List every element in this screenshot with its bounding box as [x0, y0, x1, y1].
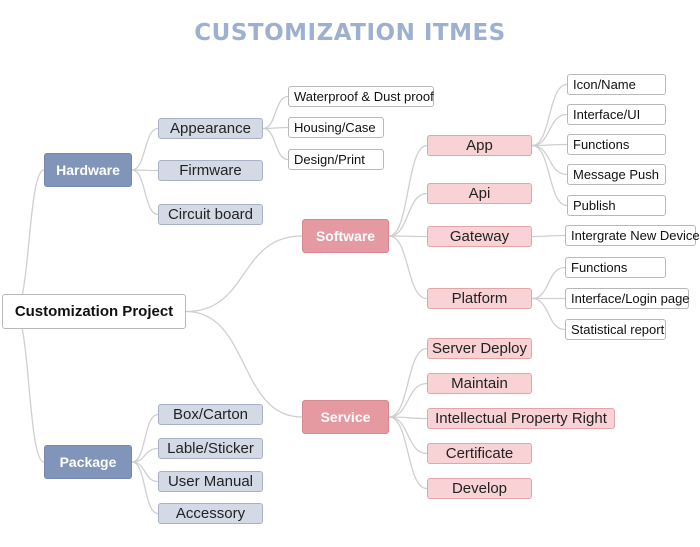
connector-service-node-maintain-node	[388, 382, 428, 418]
connector-software-node-app-node	[388, 144, 428, 237]
statistical-report-leaf: Statistical report	[565, 319, 666, 340]
connector-platform-node-statistical-report-leaf	[531, 297, 566, 331]
connector-app-node-publish-leaf	[531, 144, 568, 207]
maintain-node: Maintain	[427, 373, 532, 394]
connector-hardware-node-appearance-node	[131, 127, 159, 171]
connector-root-node-package-node	[13, 310, 45, 463]
intellectual-property-node: Intellectual Property Right	[427, 408, 615, 429]
appearance-node: Appearance	[158, 118, 263, 139]
connector-hardware-node-firmware-node	[131, 169, 159, 172]
connector-hardware-node-circuit-board-node	[131, 169, 159, 216]
root-node: Customization Project	[2, 294, 186, 329]
server-deploy-node: Server Deploy	[427, 338, 532, 359]
box-carton-node: Box/Carton	[158, 404, 263, 425]
connector-appearance-node-waterproof-leaf	[262, 95, 289, 130]
connector-package-node-user-manual-node	[131, 461, 159, 483]
package-node: Package	[44, 445, 132, 479]
diagram-title: CUSTOMIZATION ITMES	[194, 20, 506, 46]
api-node: Api	[427, 183, 532, 204]
publish-leaf: Publish	[567, 195, 666, 216]
connector-root-node-hardware-node	[13, 169, 45, 313]
certificate-node: Certificate	[427, 443, 532, 464]
circuit-board-node: Circuit board	[158, 204, 263, 225]
functions-leaf-app: Functions	[567, 134, 666, 155]
develop-node: Develop	[427, 478, 532, 499]
service-node: Service	[302, 400, 389, 434]
connector-gateway-node-integrate-new-device-leaf	[531, 234, 566, 238]
gateway-node: Gateway	[427, 226, 532, 247]
connector-app-node-message-push-leaf	[531, 144, 568, 176]
platform-node: Platform	[427, 288, 532, 309]
connector-app-node-icon-name-leaf	[531, 83, 568, 147]
connector-software-node-gateway-node	[388, 235, 428, 238]
connector-package-node-accessory-node	[131, 461, 159, 515]
connector-software-node-api-node	[388, 192, 428, 237]
software-node: Software	[302, 219, 389, 253]
icon-name-leaf: Icon/Name	[567, 74, 666, 95]
design-print-leaf: Design/Print	[288, 149, 384, 170]
housing-case-leaf: Housing/Case	[288, 117, 384, 138]
connector-service-node-server-deploy-node	[388, 347, 428, 418]
connector-service-node-develop-node	[388, 416, 428, 490]
app-node: App	[427, 135, 532, 156]
interface-ui-leaf: Interface/UI	[567, 104, 666, 125]
label-sticker-node: Lable/Sticker	[158, 438, 263, 459]
user-manual-node: User Manual	[158, 471, 263, 492]
connector-root-node-service-node	[185, 310, 303, 418]
connector-package-node-box-carton-node	[131, 413, 159, 463]
connector-appearance-node-design-print-leaf	[262, 127, 289, 161]
connector-platform-node-functions-leaf-platform	[531, 266, 566, 300]
waterproof-leaf: Waterproof & Dust proof	[288, 86, 434, 107]
firmware-node: Firmware	[158, 160, 263, 181]
functions-leaf-platform: Functions	[565, 257, 666, 278]
connector-root-node-software-node	[185, 235, 303, 313]
connector-service-node-certificate-node	[388, 416, 428, 455]
connector-software-node-platform-node	[388, 235, 428, 300]
interface-login-page-leaf: Interface/Login page	[565, 288, 690, 309]
connector-package-node-label-sticker-node	[131, 447, 159, 463]
connector-app-node-interface-ui-leaf	[531, 113, 568, 147]
hardware-node: Hardware	[44, 153, 132, 187]
integrate-new-device-leaf: Intergrate New Device	[565, 225, 700, 246]
accessory-node: Accessory	[158, 503, 263, 524]
message-push-leaf: Message Push	[567, 164, 666, 185]
